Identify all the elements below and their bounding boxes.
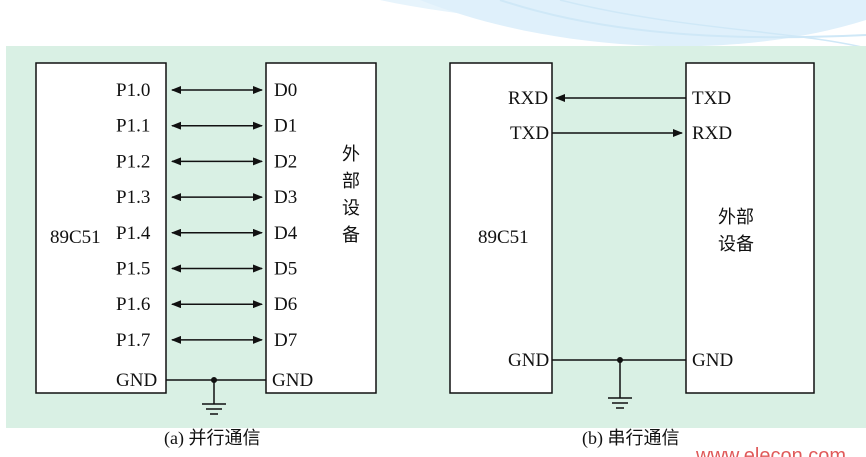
serial-mcu-label: 89C51 <box>478 227 529 248</box>
parallel-device-char-4: 备 <box>342 225 360 246</box>
parallel-data-pin-label: D6 <box>274 294 297 315</box>
parallel-data-pin-label: D1 <box>274 116 297 137</box>
parallel-mcu-label: 89C51 <box>50 227 101 248</box>
serial-mcu-txd-label: TXD <box>510 123 549 144</box>
parallel-port-label: P1.0 <box>116 80 150 101</box>
parallel-caption: (a) 并行通信 <box>164 428 260 449</box>
parallel-device-box <box>265 62 377 394</box>
parallel-gnd-right-label: GND <box>272 370 313 391</box>
parallel-port-label: P1.2 <box>116 151 150 172</box>
serial-device-line-1: 外部 <box>718 207 754 228</box>
serial-device-box <box>685 62 815 394</box>
parallel-port-label: P1.1 <box>116 116 150 137</box>
serial-mcu-rxd-label: RXD <box>508 88 548 109</box>
parallel-port-label: P1.4 <box>116 223 151 244</box>
parallel-ground-symbol <box>202 403 226 415</box>
serial-ground-symbol <box>608 397 632 409</box>
serial-device-line-2: 设备 <box>718 234 754 255</box>
serial-dev-txd-label: TXD <box>692 88 731 109</box>
parallel-data-pin-label: D7 <box>274 330 297 351</box>
parallel-port-label: P1.3 <box>116 187 150 208</box>
parallel-gnd-left-label: GND <box>116 370 157 391</box>
parallel-data-pin-label: D2 <box>274 151 297 172</box>
parallel-port-label: P1.6 <box>116 294 150 315</box>
watermark: www.elecon.com <box>695 445 846 457</box>
serial-caption: (b) 串行通信 <box>582 428 680 449</box>
parallel-port-label: P1.7 <box>116 330 150 351</box>
parallel-device-char-2: 部 <box>342 171 360 192</box>
serial-mcu-box <box>449 62 553 394</box>
parallel-device-char-1: 外 <box>342 144 360 165</box>
parallel-data-pin-label: D0 <box>274 80 297 101</box>
serial-dev-rxd-label: RXD <box>692 123 732 144</box>
parallel-data-pin-label: D3 <box>274 187 297 208</box>
parallel-data-pin-label: D4 <box>274 223 298 244</box>
parallel-data-pin-label: D5 <box>274 259 297 280</box>
decorative-swoosh <box>380 0 866 49</box>
parallel-device-char-3: 设 <box>342 198 360 219</box>
serial-diagram: 89C51 RXD TXD TXD RXD GND GND 外部 设备 (b) … <box>449 62 815 449</box>
parallel-port-label: P1.5 <box>116 259 150 280</box>
serial-mcu-gnd-label: GND <box>508 350 549 371</box>
serial-dev-gnd-label: GND <box>692 350 733 371</box>
parallel-mcu-box <box>35 62 167 394</box>
